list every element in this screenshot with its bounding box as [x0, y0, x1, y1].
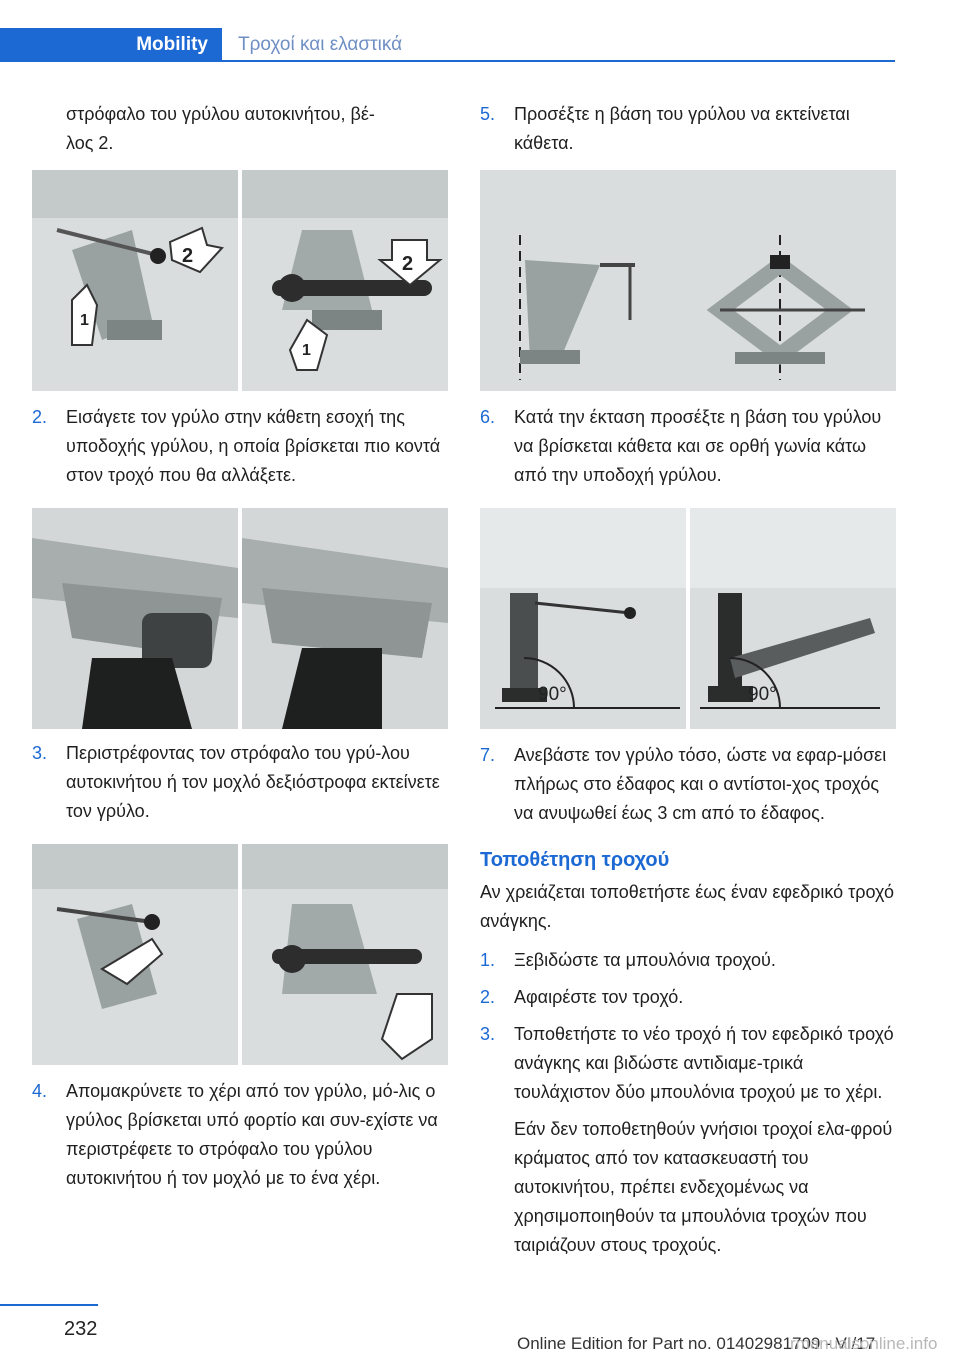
step-text: Κατά την έκταση προσέξτε η βάση του γρύλ… — [514, 407, 882, 485]
mount-note: Εάν δεν τοποθετηθούν γνήσιοι τροχοί ελα-… — [514, 1119, 893, 1255]
step-7: 7. Ανεβάστε τον γρύλο τόσο, ώστε να εφαρ… — [480, 741, 896, 828]
figure-jack-crank: 2 1 2 1 — [32, 170, 448, 391]
step-number: 4. — [32, 1081, 48, 1101]
left-column: στρόφαλο του γρύλου αυτοκινήτου, βέ- λος… — [32, 100, 448, 1193]
step-2: 2. Εισάγετε τον γρύλο στην κάθετη εσοχή … — [32, 403, 448, 490]
step-number: 1. — [480, 950, 496, 970]
fig1-arrow-label: 1 — [80, 312, 89, 329]
watermark: rmanualsonline.info — [790, 1334, 938, 1353]
step-6: 6. Κατά την έκταση προσέξτε η βάση του γ… — [480, 403, 896, 490]
step-number: 2. — [32, 407, 48, 427]
step-text: Αφαιρέστε τον τροχό. — [514, 987, 684, 1007]
step-number: 7. — [480, 745, 496, 765]
section-intro: Αν χρειάζεται τοποθετήστε έως έναν εφεδρ… — [480, 882, 895, 931]
page-header: Mobility Τροχοί και ελαστικά — [0, 0, 960, 62]
step-number: 3. — [32, 743, 48, 763]
mount-step-2: 2. Αφαιρέστε τον τροχό. — [480, 983, 896, 1012]
edition-note: Online Edition for Part no. 01402981709 … — [517, 1334, 876, 1353]
section-title: Τοποθέτηση τροχού — [480, 849, 670, 871]
step-number: 2. — [480, 987, 496, 1007]
right-column: 5. Προσέξτε η βάση του γρύλου να εκτείνε… — [480, 100, 896, 1260]
mount-step-1: 1. Ξεβιδώστε τα μπουλόνια τροχού. — [480, 946, 896, 975]
step-text: Εισάγετε τον γρύλο στην κάθετη εσοχή της… — [66, 407, 441, 485]
step-3: 3. Περιστρέφοντας τον στρόφαλο του γρύ-λ… — [32, 739, 448, 826]
step-text: Προσέξτε η βάση του γρύλου να εκτείνεται… — [514, 104, 850, 153]
header-rule — [0, 60, 895, 62]
tab-mobility[interactable]: Mobility — [0, 28, 222, 61]
page-number: 232 — [64, 1318, 98, 1340]
fig1-arrow-label: 1 — [302, 342, 311, 359]
footer-rule — [0, 1304, 98, 1306]
step-4: 4. Απομακρύνετε το χέρι από τον γρύλο, μ… — [32, 1077, 448, 1193]
step-text: Τοποθετήστε το νέο τροχό ή τον εφεδρικό … — [514, 1024, 894, 1102]
tab-wheels-tyres[interactable]: Τροχοί και ελαστικά — [238, 33, 403, 55]
step-5: 5. Προσέξτε η βάση του γρύλου να εκτείνε… — [480, 100, 896, 158]
step-number: 3. — [480, 1024, 496, 1044]
intro-text: στρόφαλο του γρύλου αυτοκινήτου, βέ- λος… — [66, 104, 375, 153]
figure-jack-extend — [32, 844, 448, 1065]
figure-jack-insert — [32, 508, 448, 729]
step-number: 5. — [480, 104, 496, 124]
step-text: Απομακρύνετε το χέρι από τον γρύλο, μό-λ… — [66, 1081, 438, 1188]
figure-jack-right-angle: 90° 90° — [480, 508, 896, 729]
fig6-angle-label: 90° — [748, 684, 777, 705]
figure-jack-vertical — [480, 170, 896, 391]
step-number: 6. — [480, 407, 496, 427]
step-text: Ξεβιδώστε τα μπουλόνια τροχού. — [514, 950, 776, 970]
fig1-arrow-label: 2 — [402, 253, 413, 275]
step-text: Ανεβάστε τον γρύλο τόσο, ώστε να εφαρ-μό… — [514, 745, 887, 823]
mount-step-3: 3. Τοποθετήστε το νέο τροχό ή τον εφεδρι… — [480, 1020, 896, 1107]
step-text: Περιστρέφοντας τον στρόφαλο του γρύ-λου … — [66, 743, 440, 821]
fig6-angle-label: 90° — [538, 684, 567, 705]
fig1-arrow-label: 2 — [182, 245, 193, 267]
